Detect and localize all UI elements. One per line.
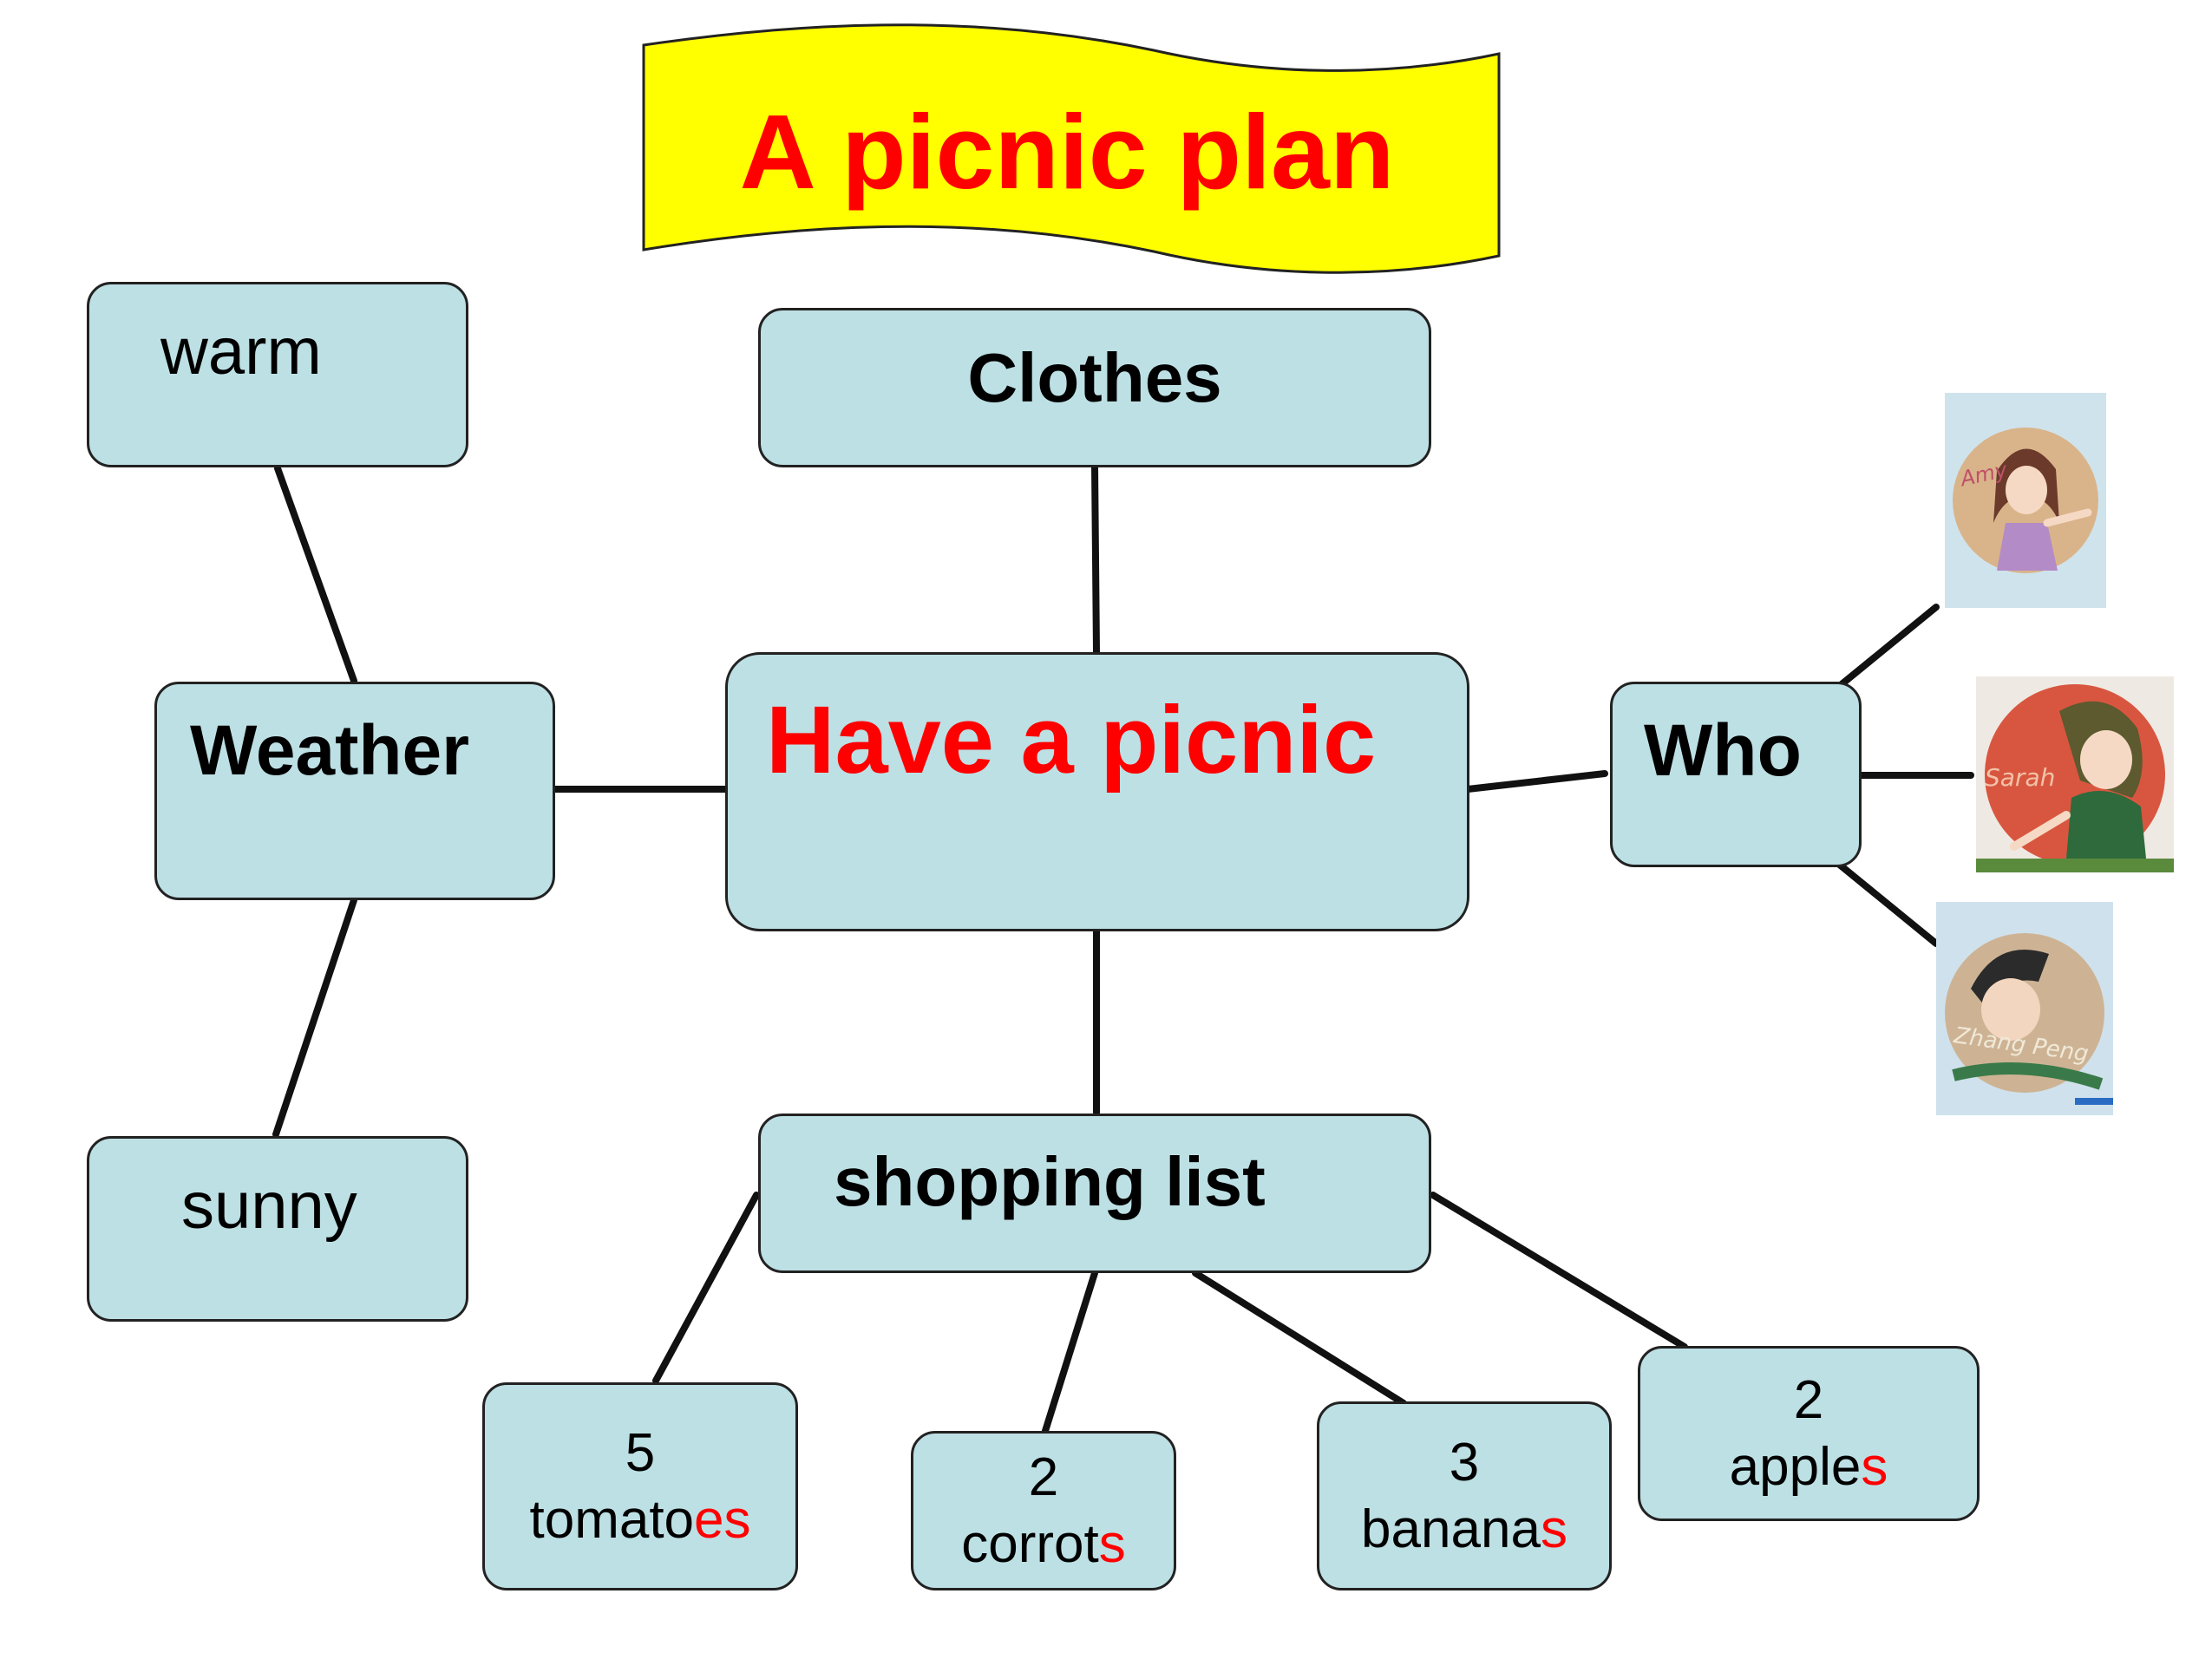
item-bananas-qty: 3 [1449, 1432, 1480, 1492]
item-corrots: 2 corrots [911, 1431, 1176, 1590]
node-shopping-list: shopping list [758, 1114, 1431, 1273]
connector-shopping-apples [1430, 1192, 1688, 1350]
node-center-label: Have a picnic [766, 687, 1377, 794]
item-tomatoes-qty: 5 [625, 1422, 656, 1483]
node-warm: warm [87, 282, 468, 467]
item-bananas-base: banana [1361, 1499, 1541, 1559]
item-apples-suffix: s [1861, 1437, 1888, 1497]
node-sunny-label: sunny [181, 1169, 357, 1243]
connector-who-amy [1829, 604, 1940, 696]
boy-portrait-icon [1936, 902, 2113, 1115]
item-corrots-base: corrot [961, 1514, 1099, 1574]
node-weather-label: Weather [190, 711, 470, 790]
avatar-sarah: Sarah [1976, 676, 2174, 872]
node-shopping-list-label: shopping list [834, 1143, 1266, 1220]
connector-shopping-corrots [1042, 1270, 1098, 1434]
node-clothes: Clothes [758, 308, 1431, 467]
girl-portrait-icon [1945, 393, 2106, 608]
node-warm-label: warm [160, 315, 322, 389]
item-bananas: 3 bananas [1317, 1401, 1612, 1590]
item-tomatoes-base: tomato [529, 1490, 695, 1550]
node-center: Have a picnic [725, 652, 1469, 931]
item-apples: 2 apples [1638, 1346, 1980, 1521]
node-sunny: sunny [87, 1136, 468, 1322]
connector-shopping-bananas [1192, 1270, 1407, 1407]
node-who: Who [1610, 682, 1862, 867]
connector-weather-sunny [272, 897, 357, 1138]
node-weather: Weather [154, 682, 555, 900]
avatar-zhang-peng: Zhang Peng [1936, 902, 2113, 1115]
connector-who-zhangpeng [1829, 855, 1940, 947]
node-who-label: Who [1644, 709, 1802, 791]
node-clothes-label: Clothes [967, 339, 1222, 416]
connector-shopping-tomatoes [652, 1192, 760, 1384]
connector-weather-warm [274, 465, 357, 684]
item-tomatoes-suffix: es [694, 1490, 751, 1550]
item-apples-base: apple [1729, 1437, 1862, 1497]
item-corrots-suffix: s [1098, 1514, 1126, 1574]
girl-portrait-icon [1976, 676, 2174, 872]
connector-clothes-center [1091, 463, 1100, 656]
item-bananas-suffix: s [1540, 1499, 1567, 1559]
connector-center-who [1464, 770, 1608, 793]
avatar-sarah-name: Sarah [1985, 763, 2056, 792]
item-tomatoes: 5 tomatoes [482, 1382, 798, 1590]
item-corrots-qty: 2 [1028, 1447, 1059, 1507]
item-apples-qty: 2 [1793, 1369, 1824, 1430]
avatar-amy: Amy [1945, 393, 2106, 608]
page-title: A picnic plan [739, 93, 1395, 211]
